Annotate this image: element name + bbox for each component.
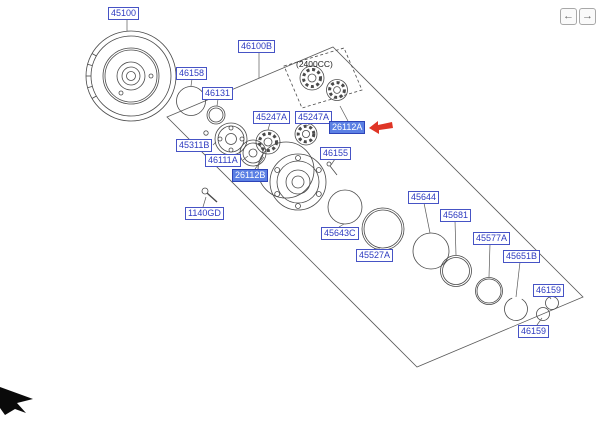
nav-forward-button[interactable]: → [579, 8, 596, 25]
assembly-boundary-box [166, 46, 584, 368]
black-arrow-mark [0, 387, 33, 415]
variant-dashed-box [283, 47, 363, 109]
seal-ring-45643c-drawing [327, 189, 363, 225]
hub-46111a-drawing [239, 139, 267, 167]
part-label-45651b[interactable]: 45651B [503, 250, 541, 263]
part-label-46155[interactable]: 46155 [320, 147, 352, 160]
torque-converter-drawing [85, 30, 177, 122]
seal-rings-46159-drawing [536, 296, 559, 321]
forward-arrow-icon: → [582, 10, 593, 22]
part-label-46131[interactable]: 46131 [202, 87, 234, 100]
part-label-45527a[interactable]: 45527A [356, 249, 394, 262]
ring-45681-drawing [440, 255, 472, 287]
red-pointer-icon [369, 121, 393, 134]
part-label-26112b-highlighted[interactable]: 26112B [232, 169, 269, 182]
part-label-45644[interactable]: 45644 [408, 191, 440, 204]
engine-variant-label: (2400CC) [296, 59, 333, 69]
snap-ring-45651b-drawing [504, 297, 528, 321]
ring-46131-drawing [206, 105, 226, 125]
back-arrow-icon: ← [563, 10, 574, 22]
oil-pump-gear-2400cc-drawing [299, 65, 348, 101]
bolt-1140gd-drawing [201, 187, 218, 203]
part-label-1140gd[interactable]: 1140GD [185, 207, 224, 220]
part-label-45100[interactable]: 45100 [108, 7, 140, 20]
ring-45577a-drawing [475, 277, 503, 305]
ring-45644-drawing [412, 232, 450, 270]
o-ring-46158-drawing [176, 86, 206, 116]
part-label-45247a-right[interactable]: 45247A [295, 111, 333, 124]
part-label-45311b[interactable]: 45311B [176, 139, 213, 152]
part-label-46159-bottom[interactable]: 46159 [518, 325, 550, 338]
leader-lines [126, 19, 552, 326]
oil-pump-gears-45247a-drawing [255, 122, 318, 155]
nav-back-button[interactable]: ← [560, 8, 577, 25]
part-label-46111a[interactable]: 46111A [205, 154, 241, 167]
part-label-45577a[interactable]: 45577A [473, 232, 511, 245]
stud-46155-drawing [326, 161, 338, 176]
part-label-46159-top[interactable]: 46159 [533, 284, 565, 297]
part-label-45247a-left[interactable]: 45247A [253, 111, 291, 124]
part-label-46100b[interactable]: 46100B [238, 40, 276, 53]
part-label-45681[interactable]: 45681 [440, 209, 472, 222]
part-label-46158[interactable]: 46158 [176, 67, 208, 80]
ring-45527a-drawing [361, 207, 405, 251]
part-label-45643c[interactable]: 45643C [321, 227, 359, 240]
part-label-26112a-highlighted[interactable]: 26112A [329, 121, 366, 134]
